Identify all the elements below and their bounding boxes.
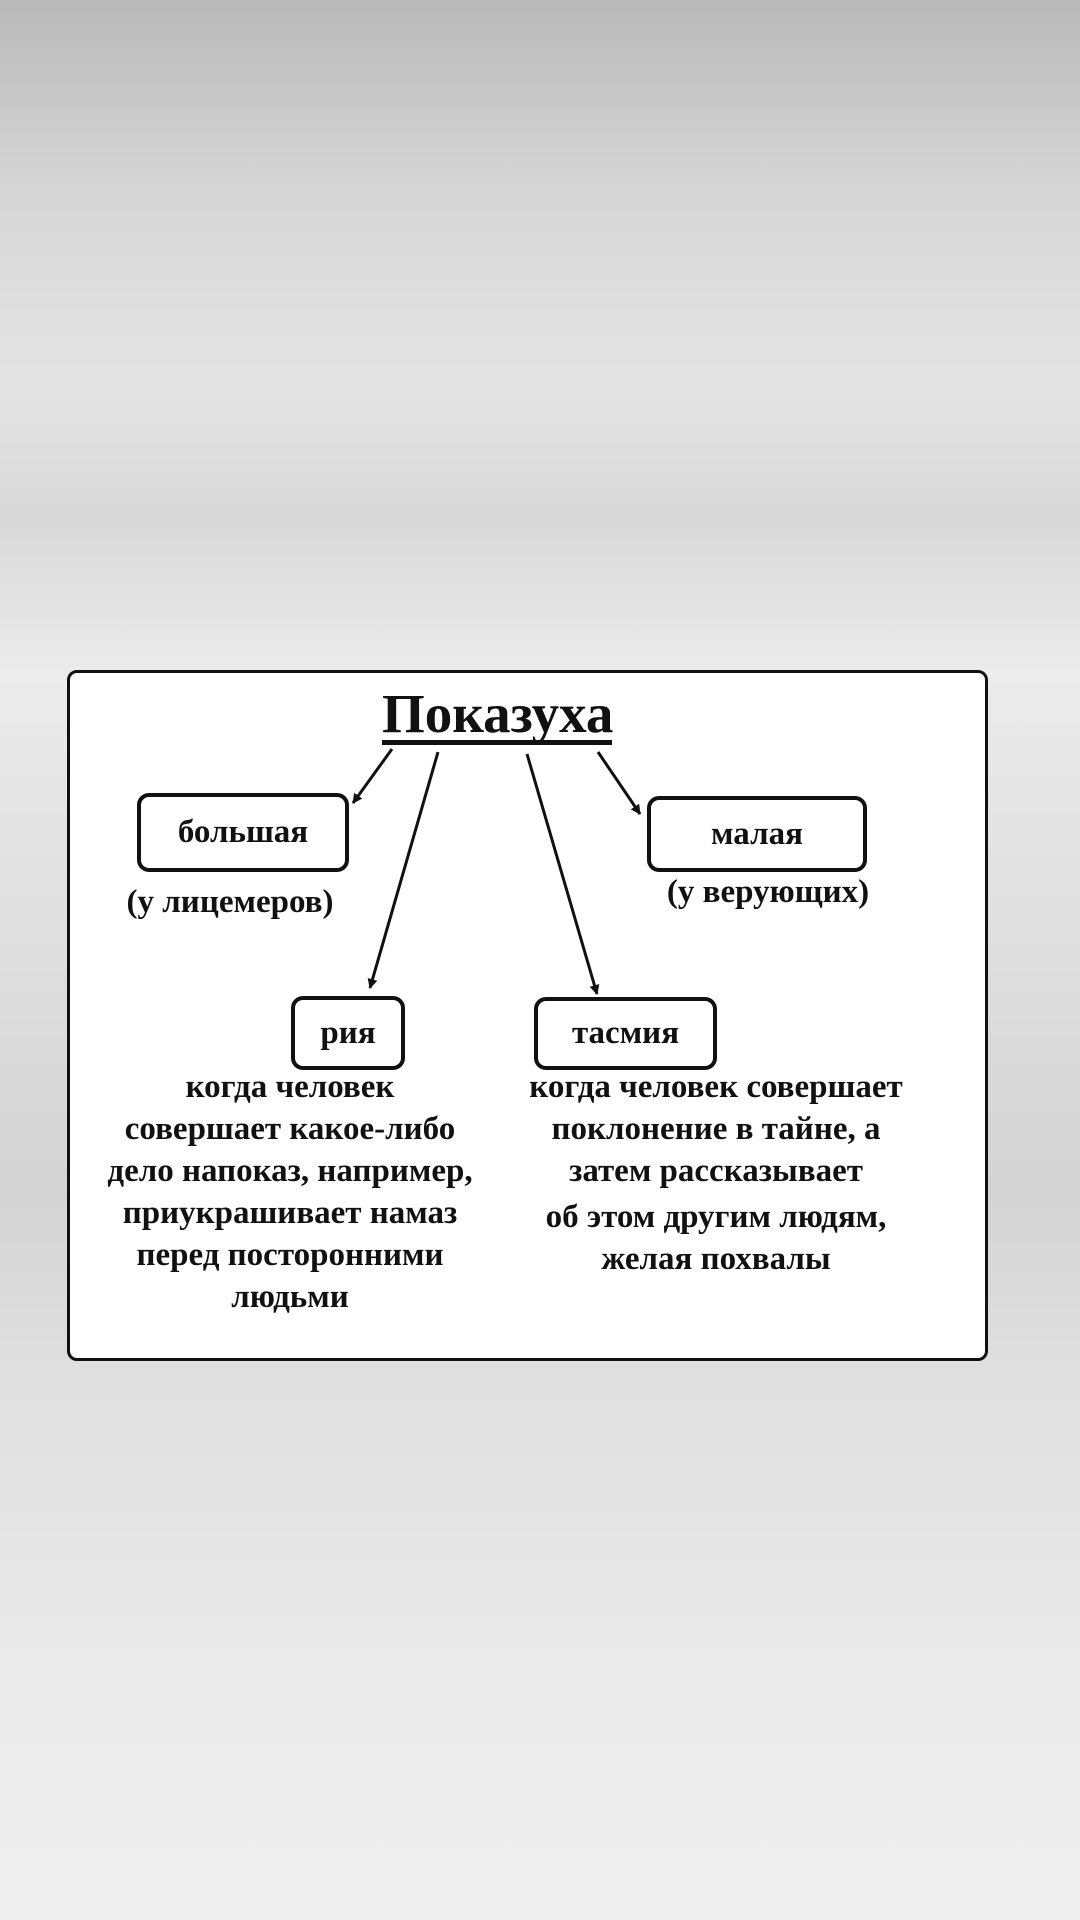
major-label: большая xyxy=(177,814,309,850)
tasmiya-description: когда человек совершает поклонение в тай… xyxy=(496,1066,936,1280)
minor-label: малая xyxy=(711,815,803,852)
riya-line: дело напоказ, например, xyxy=(107,1153,473,1189)
riya-line: совершает какое-либо xyxy=(124,1111,456,1147)
tasmiya-label: тасмия xyxy=(571,1015,680,1051)
diagram-panel xyxy=(67,670,988,1361)
riya-line: перед посторонними xyxy=(136,1237,444,1273)
riya-box: рия xyxy=(291,996,405,1070)
tasmiya-line: поклонение в тайне, а xyxy=(551,1111,881,1147)
minor-box: малая xyxy=(647,796,867,872)
tasmiya-line: желая похвалы xyxy=(601,1241,831,1277)
diagram-title: Показуха xyxy=(382,683,614,744)
riya-line: когда человек xyxy=(185,1069,395,1105)
major-box: большая xyxy=(137,793,349,872)
tasmiya-box: тасмия xyxy=(534,997,717,1070)
riya-label: рия xyxy=(320,1014,376,1051)
riya-description: когда человек совершает какое-либо дело … xyxy=(70,1066,510,1318)
riya-line: приукрашивает намаз xyxy=(122,1195,458,1231)
arrow-to-minor xyxy=(596,751,642,815)
arrow-to-riya xyxy=(367,751,440,989)
riya-line: людьми xyxy=(231,1279,349,1315)
minor-note: (у верующих) xyxy=(666,874,870,910)
tasmiya-line: затем рассказывает xyxy=(569,1153,863,1189)
title-underline xyxy=(382,740,612,745)
tasmiya-line: когда человек совершает xyxy=(529,1069,903,1105)
arrow-to-tasmiya xyxy=(525,753,600,995)
tasmiya-line: об этом другим людям, xyxy=(545,1199,887,1235)
arrow-to-major xyxy=(351,748,394,804)
major-note: (у лицемеров) xyxy=(126,884,334,920)
